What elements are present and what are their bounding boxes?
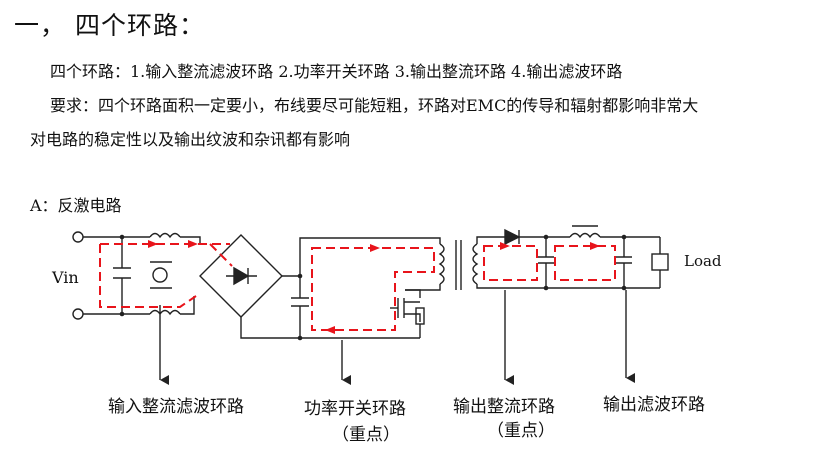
requirement-text-1: 要求：四个环路面积一定要小，布线要尽可能短粗，环路对EMC的传导和辐射都影响非常… — [50, 96, 699, 115]
vin-label: Vin — [52, 268, 79, 287]
switch-loop-label: 功率开关环路 — [304, 399, 406, 419]
output-capacitor — [538, 237, 554, 288]
loop-input-rectifier — [99, 243, 233, 308]
transformer — [405, 240, 479, 291]
output-rectifier-loop-label: 输出整流环路 — [453, 397, 555, 417]
loops-list-text: 四个环路：1.输入整流滤波环路 2.功率开关环路 3.输出整流环路 4.输出滤波… — [50, 62, 623, 81]
output-filter-loop-label: 输出滤波环路 — [603, 395, 705, 415]
input-loop-label: 输入整流滤波环路 — [108, 397, 244, 417]
loop-output-filter — [554, 245, 616, 281]
bridge-rectifier — [199, 234, 300, 339]
junction-dots — [119, 234, 627, 341]
requirement-text-2: 对电路的稳定性以及输出纹波和杂讯都有影响 — [30, 130, 351, 149]
output-inductor — [569, 225, 660, 239]
load-label: Load — [684, 252, 722, 270]
filter-capacitor — [616, 237, 669, 288]
loop-power-switch — [311, 247, 435, 331]
section-subtitle: A：反激电路 — [30, 196, 122, 215]
mosfet-switch — [390, 289, 425, 338]
common-mode-choke — [149, 232, 201, 316]
input-filter-wires — [83, 236, 150, 315]
loop-direction-arrows — [148, 240, 600, 334]
loop-output-rectifier — [483, 245, 538, 281]
output-rectifier-loop-note: （重点） — [487, 421, 555, 441]
label-pointer-arrows — [159, 290, 635, 385]
bulk-capacitor — [291, 237, 441, 339]
switch-loop-note: （重点） — [332, 425, 400, 445]
page-heading: 一， 四个环路： — [14, 11, 205, 40]
